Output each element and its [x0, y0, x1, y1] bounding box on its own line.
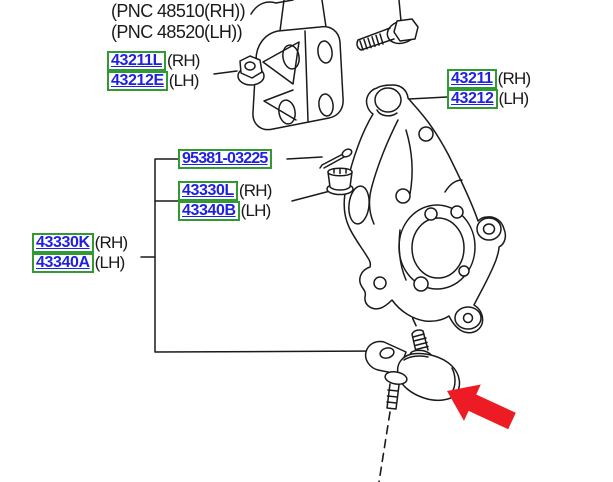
part-number-link[interactable]: 43330K	[36, 234, 90, 251]
part-number-link[interactable]: 43212E	[111, 72, 164, 89]
part-number-box-43212E[interactable]: 43212E	[107, 71, 168, 91]
side-label: (RH)	[497, 69, 531, 88]
cotter-pin-drawing	[319, 148, 353, 169]
red-arrow-icon	[447, 384, 516, 430]
part-number-link[interactable]: 43340B	[182, 202, 236, 219]
side-label: (RH)	[94, 233, 128, 252]
part-number-link[interactable]: 43212	[451, 90, 494, 107]
part-number-link[interactable]: 43211L	[111, 52, 162, 69]
part-number-box-43211L[interactable]: 43211L	[107, 51, 166, 71]
pnc-note-line2: (PNC 48520(LH))	[111, 22, 243, 42]
steering-knuckle-drawing	[343, 84, 507, 334]
part-number-link[interactable]: 95381-03225	[182, 150, 268, 167]
side-label: (LH)	[240, 201, 272, 220]
part-number-box-43330K[interactable]: 43330K	[32, 233, 94, 253]
part-number-box-43330L[interactable]: 43330L	[178, 181, 238, 201]
side-label: (LH)	[498, 89, 530, 108]
part-label-lower-ball-joint: 43330K(RH) 43340A(LH)	[32, 233, 128, 273]
part-label-cotter-pin: 95381-03225	[178, 149, 272, 169]
flange-nut-drawing	[237, 55, 265, 86]
part-number-box-43212[interactable]: 43212	[447, 89, 498, 109]
leader-lines	[140, 0, 448, 353]
side-label: (RH)	[166, 51, 200, 70]
part-number-box-95381-03225[interactable]: 95381-03225	[178, 149, 272, 169]
part-number-link[interactable]: 43340A	[36, 254, 90, 271]
side-label: (LH)	[168, 71, 200, 90]
lower-ball-joint-drawing	[364, 329, 461, 410]
castle-nut-drawing	[326, 167, 354, 196]
pnc-note: (PNC 48510(RH)) (PNC 48520(LH))	[111, 1, 246, 43]
part-number-link[interactable]: 43211	[451, 70, 493, 87]
flange-bolt-drawing	[356, 18, 419, 51]
part-label-steering-knuckle: 43211(RH) 43212(LH)	[447, 69, 531, 109]
side-label: (LH)	[94, 253, 126, 272]
pnc-note-line1: (PNC 48510(RH))	[111, 1, 246, 21]
part-number-link[interactable]: 43330L	[182, 182, 234, 199]
side-label: (RH)	[238, 181, 272, 200]
part-number-box-43211[interactable]: 43211	[447, 69, 497, 89]
part-number-box-43340B[interactable]: 43340B	[178, 201, 240, 221]
part-label-castle-nut: 43330L(RH) 43340B(LH)	[178, 181, 272, 221]
part-label-strut-mount-nut: 43211L(RH) 43212E(LH)	[107, 51, 200, 91]
strut-bracket-drawing	[250, 0, 344, 131]
part-number-box-43340A[interactable]: 43340A	[32, 253, 94, 273]
